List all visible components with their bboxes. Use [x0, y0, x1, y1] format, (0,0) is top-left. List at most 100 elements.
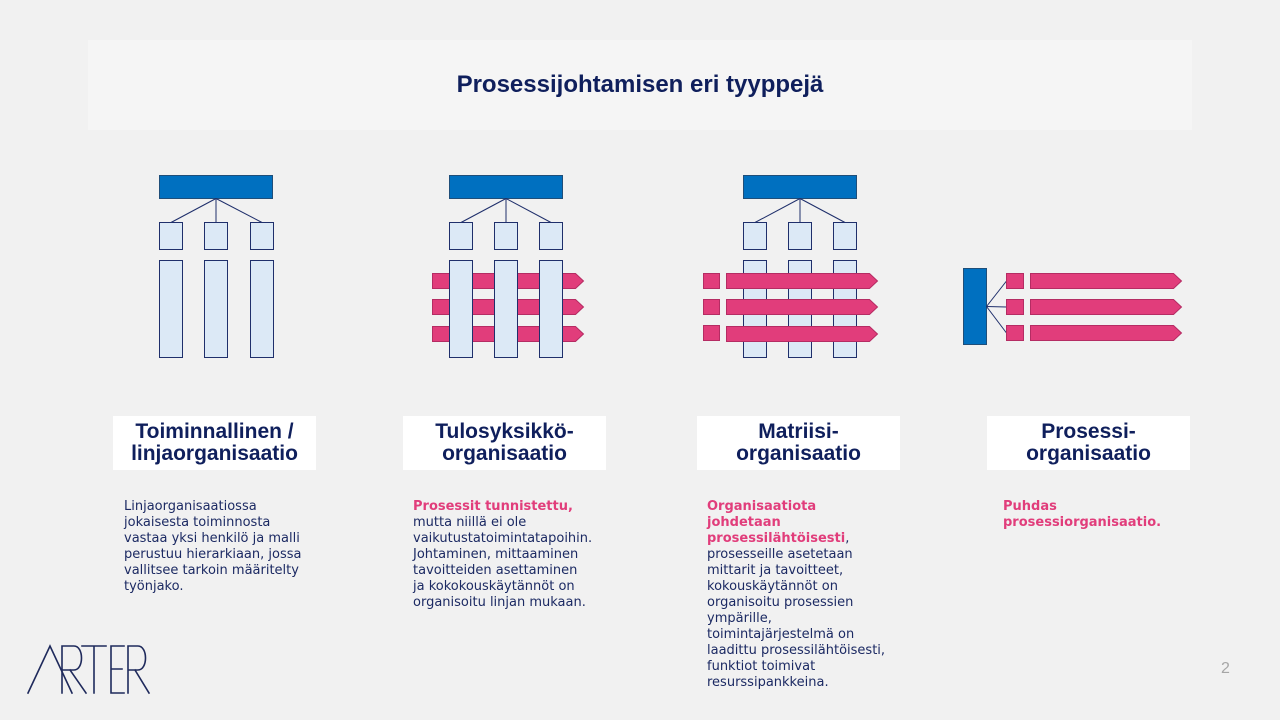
logo-letter-t: [81, 645, 107, 694]
description-text: ympärille,: [707, 611, 772, 626]
description-text: Prosessit tunnistettu,: [413, 499, 573, 514]
unit-column: [539, 260, 563, 358]
description-line: vastaa yksi henkilö ja malli: [124, 531, 301, 547]
management-bar: [963, 268, 987, 345]
description-line: toimintajärjestelmä on: [707, 627, 885, 643]
process-org-diagram: [963, 268, 1183, 345]
process-owner-box: [703, 299, 720, 315]
description-text: Puhdas: [1003, 499, 1057, 514]
process-owner-box: [703, 325, 720, 341]
description-line: Prosessit tunnistettu,: [413, 499, 592, 515]
description-text: vastaa yksi henkilö ja malli: [124, 531, 300, 546]
description-text: työnjako.: [124, 579, 184, 594]
description-text: prosesseille asetetaan: [707, 547, 853, 562]
description-text: vallitsee tarkoin määritelty: [124, 563, 299, 578]
connector-line: [505, 198, 552, 223]
description-line: Organisaatiota: [707, 499, 885, 515]
description-matrix-org: Organisaatiota johdetaan prosessilähtöis…: [707, 499, 885, 691]
process-owner-box: [1006, 299, 1024, 315]
description-text: Johtaminen, mittaaminen: [413, 547, 579, 562]
description-process-org: Puhdas prosessiorganisaatio.: [1003, 499, 1161, 531]
description-text: ja kokokouskäytännöt on: [413, 579, 575, 594]
connector-line: [799, 198, 846, 223]
description-text: mittarit ja tavoitteet,: [707, 563, 844, 578]
description-line: prosessilähtöisesti,: [707, 531, 885, 547]
description-line: perustuu hierarkiaan, jossa: [124, 547, 301, 563]
description-text: funktiot toimivat: [707, 659, 816, 674]
process-owner-box: [703, 273, 720, 289]
title-band: Prosessijohtamisen eri tyyppejä: [88, 40, 1192, 130]
department-box: [250, 222, 274, 250]
description-text: kokouskäytännöt on: [707, 579, 838, 594]
matrix-org-diagram: [703, 175, 879, 358]
description-line: organisoitu prosessien: [707, 595, 885, 611]
function-box: [743, 222, 767, 250]
label-functional-org: Toiminnallinen / linjaorganisaatio: [113, 416, 316, 470]
logo-letter-e: [110, 645, 125, 694]
description-business-unit-org: Prosessit tunnistettu, mutta niillä ei o…: [413, 499, 592, 611]
arter-logo: [26, 644, 151, 695]
description-text: johdetaan: [707, 515, 781, 530]
label-line: organisaatio: [736, 442, 861, 465]
description-line: laadittu prosessilähtöisesti,: [707, 643, 885, 659]
description-text: ,: [845, 531, 850, 546]
description-text: vaikutustatoimintatapoihin.: [413, 531, 593, 546]
description-text: resurssipankkeina.: [707, 675, 829, 690]
description-line: vallitsee tarkoin määritelty: [124, 563, 301, 579]
description-text: mutta niillä ei ole: [413, 515, 527, 530]
department-box: [159, 222, 183, 250]
function-box: [833, 222, 857, 250]
description-line: vaikutustatoimintatapoihin.: [413, 531, 592, 547]
manager-box: [743, 175, 857, 199]
description-text: perustuu hierarkiaan, jossa: [124, 547, 302, 562]
connector-line: [460, 198, 507, 223]
label-line: Prosessi-: [1041, 420, 1136, 443]
label-line: Toiminnallinen /: [135, 420, 294, 443]
slide-title: Prosessijohtamisen eri tyyppejä: [456, 71, 824, 98]
description-line: jokaisesta toiminnosta: [124, 515, 301, 531]
process-arrow: [726, 326, 879, 342]
description-line: mittarit ja tavoitteet,: [707, 563, 885, 579]
description-text: organisoitu linjan mukaan.: [413, 595, 586, 610]
description-line: ympärille,: [707, 611, 885, 627]
function-column: [204, 260, 228, 358]
function-column: [250, 260, 274, 358]
label-line: linjaorganisaatio: [131, 442, 298, 465]
process-arrow: [726, 273, 879, 289]
label-line: organisaatio: [1026, 442, 1151, 465]
connector-line: [170, 198, 217, 223]
process-arrow: [1030, 273, 1183, 289]
description-line: mutta niillä ei ole: [413, 515, 592, 531]
logo-letter-a: [26, 644, 74, 695]
description-text: laadittu prosessilähtöisesti,: [707, 643, 886, 658]
description-text: Linjaorganisaatiossa: [124, 499, 257, 514]
description-functional-org: Linjaorganisaatiossa jokaisesta toiminno…: [124, 499, 301, 595]
unit-box: [494, 222, 518, 250]
connector-line: [215, 198, 263, 223]
label-business-unit-org: Tulosyksikkö- organisaatio: [403, 416, 606, 470]
description-line: johdetaan: [707, 515, 885, 531]
description-line: työnjako.: [124, 579, 301, 595]
label-line: Matriisi-: [758, 420, 839, 443]
description-line: kokouskäytännöt on: [707, 579, 885, 595]
description-text: prosessilähtöisesti: [707, 531, 846, 546]
description-line: organisoitu linjan mukaan.: [413, 595, 592, 611]
connector-line: [986, 306, 1007, 334]
label-process-org: Prosessi- organisaatio: [987, 416, 1190, 470]
manager-box: [449, 175, 563, 199]
unit-box: [539, 222, 563, 250]
connector-line: [754, 198, 801, 223]
description-text: tavoitteiden asettaminen: [413, 563, 578, 578]
department-box: [204, 222, 228, 250]
logo-letter-r: [61, 645, 88, 695]
functional-org-diagram: [159, 175, 274, 358]
description-line: funktiot toimivat: [707, 659, 885, 675]
label-line: Tulosyksikkö-: [435, 420, 574, 443]
description-text: toimintajärjestelmä on: [707, 627, 855, 642]
description-line: Puhdas: [1003, 499, 1161, 515]
business-unit-org-diagram: [432, 175, 585, 358]
process-arrow: [1030, 299, 1183, 315]
label-line: organisaatio: [442, 442, 567, 465]
description-line: resurssipankkeina.: [707, 675, 885, 691]
